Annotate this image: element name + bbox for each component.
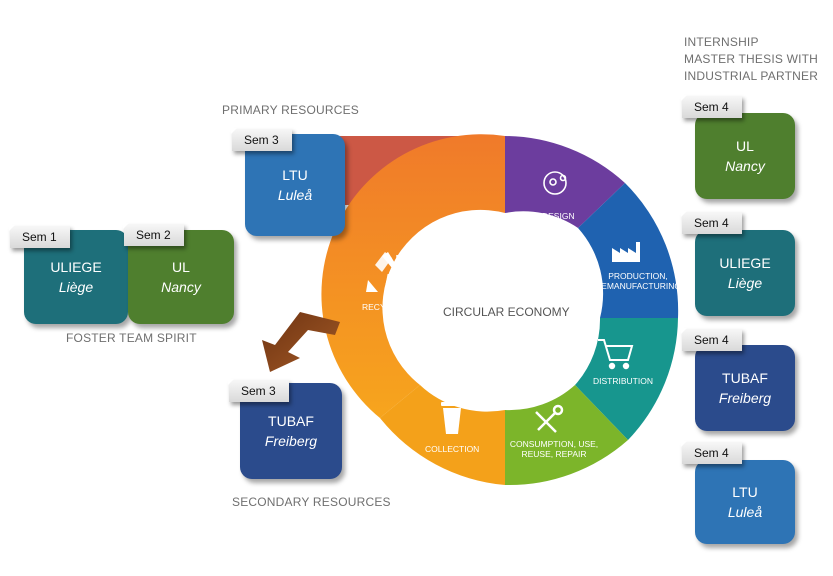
segment-recycling [321,134,505,418]
segment-distribution [575,318,678,440]
segment-design [505,136,625,228]
card-sem4-ltu: LTU Luleå [695,460,795,544]
consumption-line-2: REUSE, REPAIR [521,449,587,459]
card-name: TUBAF [722,370,768,386]
card-city: Nancy [725,158,765,174]
card-sem4-tubaf: TUBAF Freiberg [695,345,795,431]
center-label: CIRCULAR ECONOMY [443,305,570,319]
card-city: Luleå [277,187,313,203]
card-name: ULIEGE [50,259,102,275]
consumption-line-1: CONSUMPTION, USE, [509,439,599,449]
card-city: Liège [58,279,94,295]
foster-team-spirit-caption: FOSTER TEAM SPIRIT [66,331,197,345]
sem-tag: Sem 3 [228,379,289,402]
secondary-resources-caption: SECONDARY RESOURCES [232,495,391,509]
sem-tag: Sem 2 [123,223,184,246]
production-label: PRODUCTION, REMANUFACTURING [588,271,688,291]
recycling-ltu: LTU [395,253,424,271]
internship-caption: INTERNSHIP MASTER THESIS WITH INDUSTRIAL… [684,34,818,85]
sem-tag: Sem 4 [681,441,742,464]
card-sem4-uliege: ULIEGE Liège [695,230,795,316]
card-name: ULIEGE [719,255,771,271]
card-city: Liège [727,275,763,291]
sem-tag: Sem 1 [9,225,70,248]
recycling-ltu-name: LTU [395,253,425,270]
primary-resources-caption: PRIMARY RESOURCES [222,103,359,117]
sem-tag: Sem 3 [231,128,292,151]
recycling-label: RECYCLING [362,302,412,312]
factory-icon [612,242,640,262]
recycling-lulea: Luleå [385,272,425,289]
sem-tag: Sem 4 [681,211,742,234]
design-label: DESIGN [542,211,575,221]
recycle-bin-icon [441,402,463,434]
card-sem4-ul: UL Nancy [695,113,795,199]
collection-label: COLLECTION [425,444,480,454]
recycling-symbol-icon [366,252,408,296]
production-line-1: PRODUCTION, [608,271,668,281]
wrench-screwdriver-icon [535,404,564,433]
production-line-2: REMANUFACTURING [595,281,681,291]
segment-collection [380,385,505,485]
card-city: Luleå [727,504,763,520]
secondary-resources-arrow [262,312,340,372]
sem-tag: Sem 4 [681,328,742,351]
card-city: Freiberg [718,390,772,406]
card-name: TUBAF [268,413,314,429]
card-name: LTU [732,484,758,500]
card-name: LTU [282,167,308,183]
brain-gear-icon [543,171,567,195]
internship-line-1: INTERNSHIP [684,35,759,49]
internship-line-2: MASTER THESIS WITH [684,52,819,66]
shopping-cart-icon [598,339,634,370]
card-city: Nancy [161,279,201,295]
card-name: UL [172,259,190,275]
consumption-label: CONSUMPTION, USE, REUSE, REPAIR [506,439,602,459]
distribution-label: DISTRIBUTION [593,376,653,386]
internship-line-3: INDUSTRIAL PARTNER [684,69,819,83]
card-city: Freiberg [264,433,318,449]
segment-consumption [505,385,628,486]
card-sem3-ltu: LTU Luleå [245,134,345,236]
card-name: UL [736,138,754,154]
sem-tag: Sem 4 [681,95,742,118]
